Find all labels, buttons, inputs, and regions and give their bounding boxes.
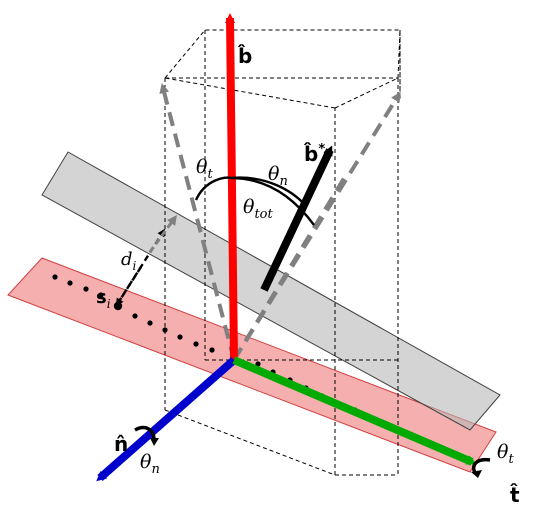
t-axis [232,356,477,466]
point-si [113,301,123,311]
rotation-n-icon [134,425,159,446]
dashed-box [164,29,401,476]
distance-arrow [115,214,177,307]
b-star-vector [260,145,334,292]
angle-arcs [194,176,315,226]
label-t-hat: t̂ [510,483,520,507]
gray-plane [41,151,501,431]
label-theta-n-rot: θn [140,451,160,477]
label-n-hat: n̂ [114,432,128,456]
label-b-hat-star: b̂* [303,142,325,166]
b-axis [225,13,238,361]
projection-lines [159,83,401,362]
label-s-i: si [96,287,111,311]
label-d-i: di [121,249,137,273]
label-theta-t-rot: θt [497,441,514,467]
n-axis [96,356,237,482]
label-theta-n: θn [268,163,288,189]
label-theta-t: θt [196,156,213,182]
rotation-t-icon [471,457,491,478]
label-theta-tot: θtot [243,196,274,222]
label-b-hat: b̂ [237,44,252,68]
